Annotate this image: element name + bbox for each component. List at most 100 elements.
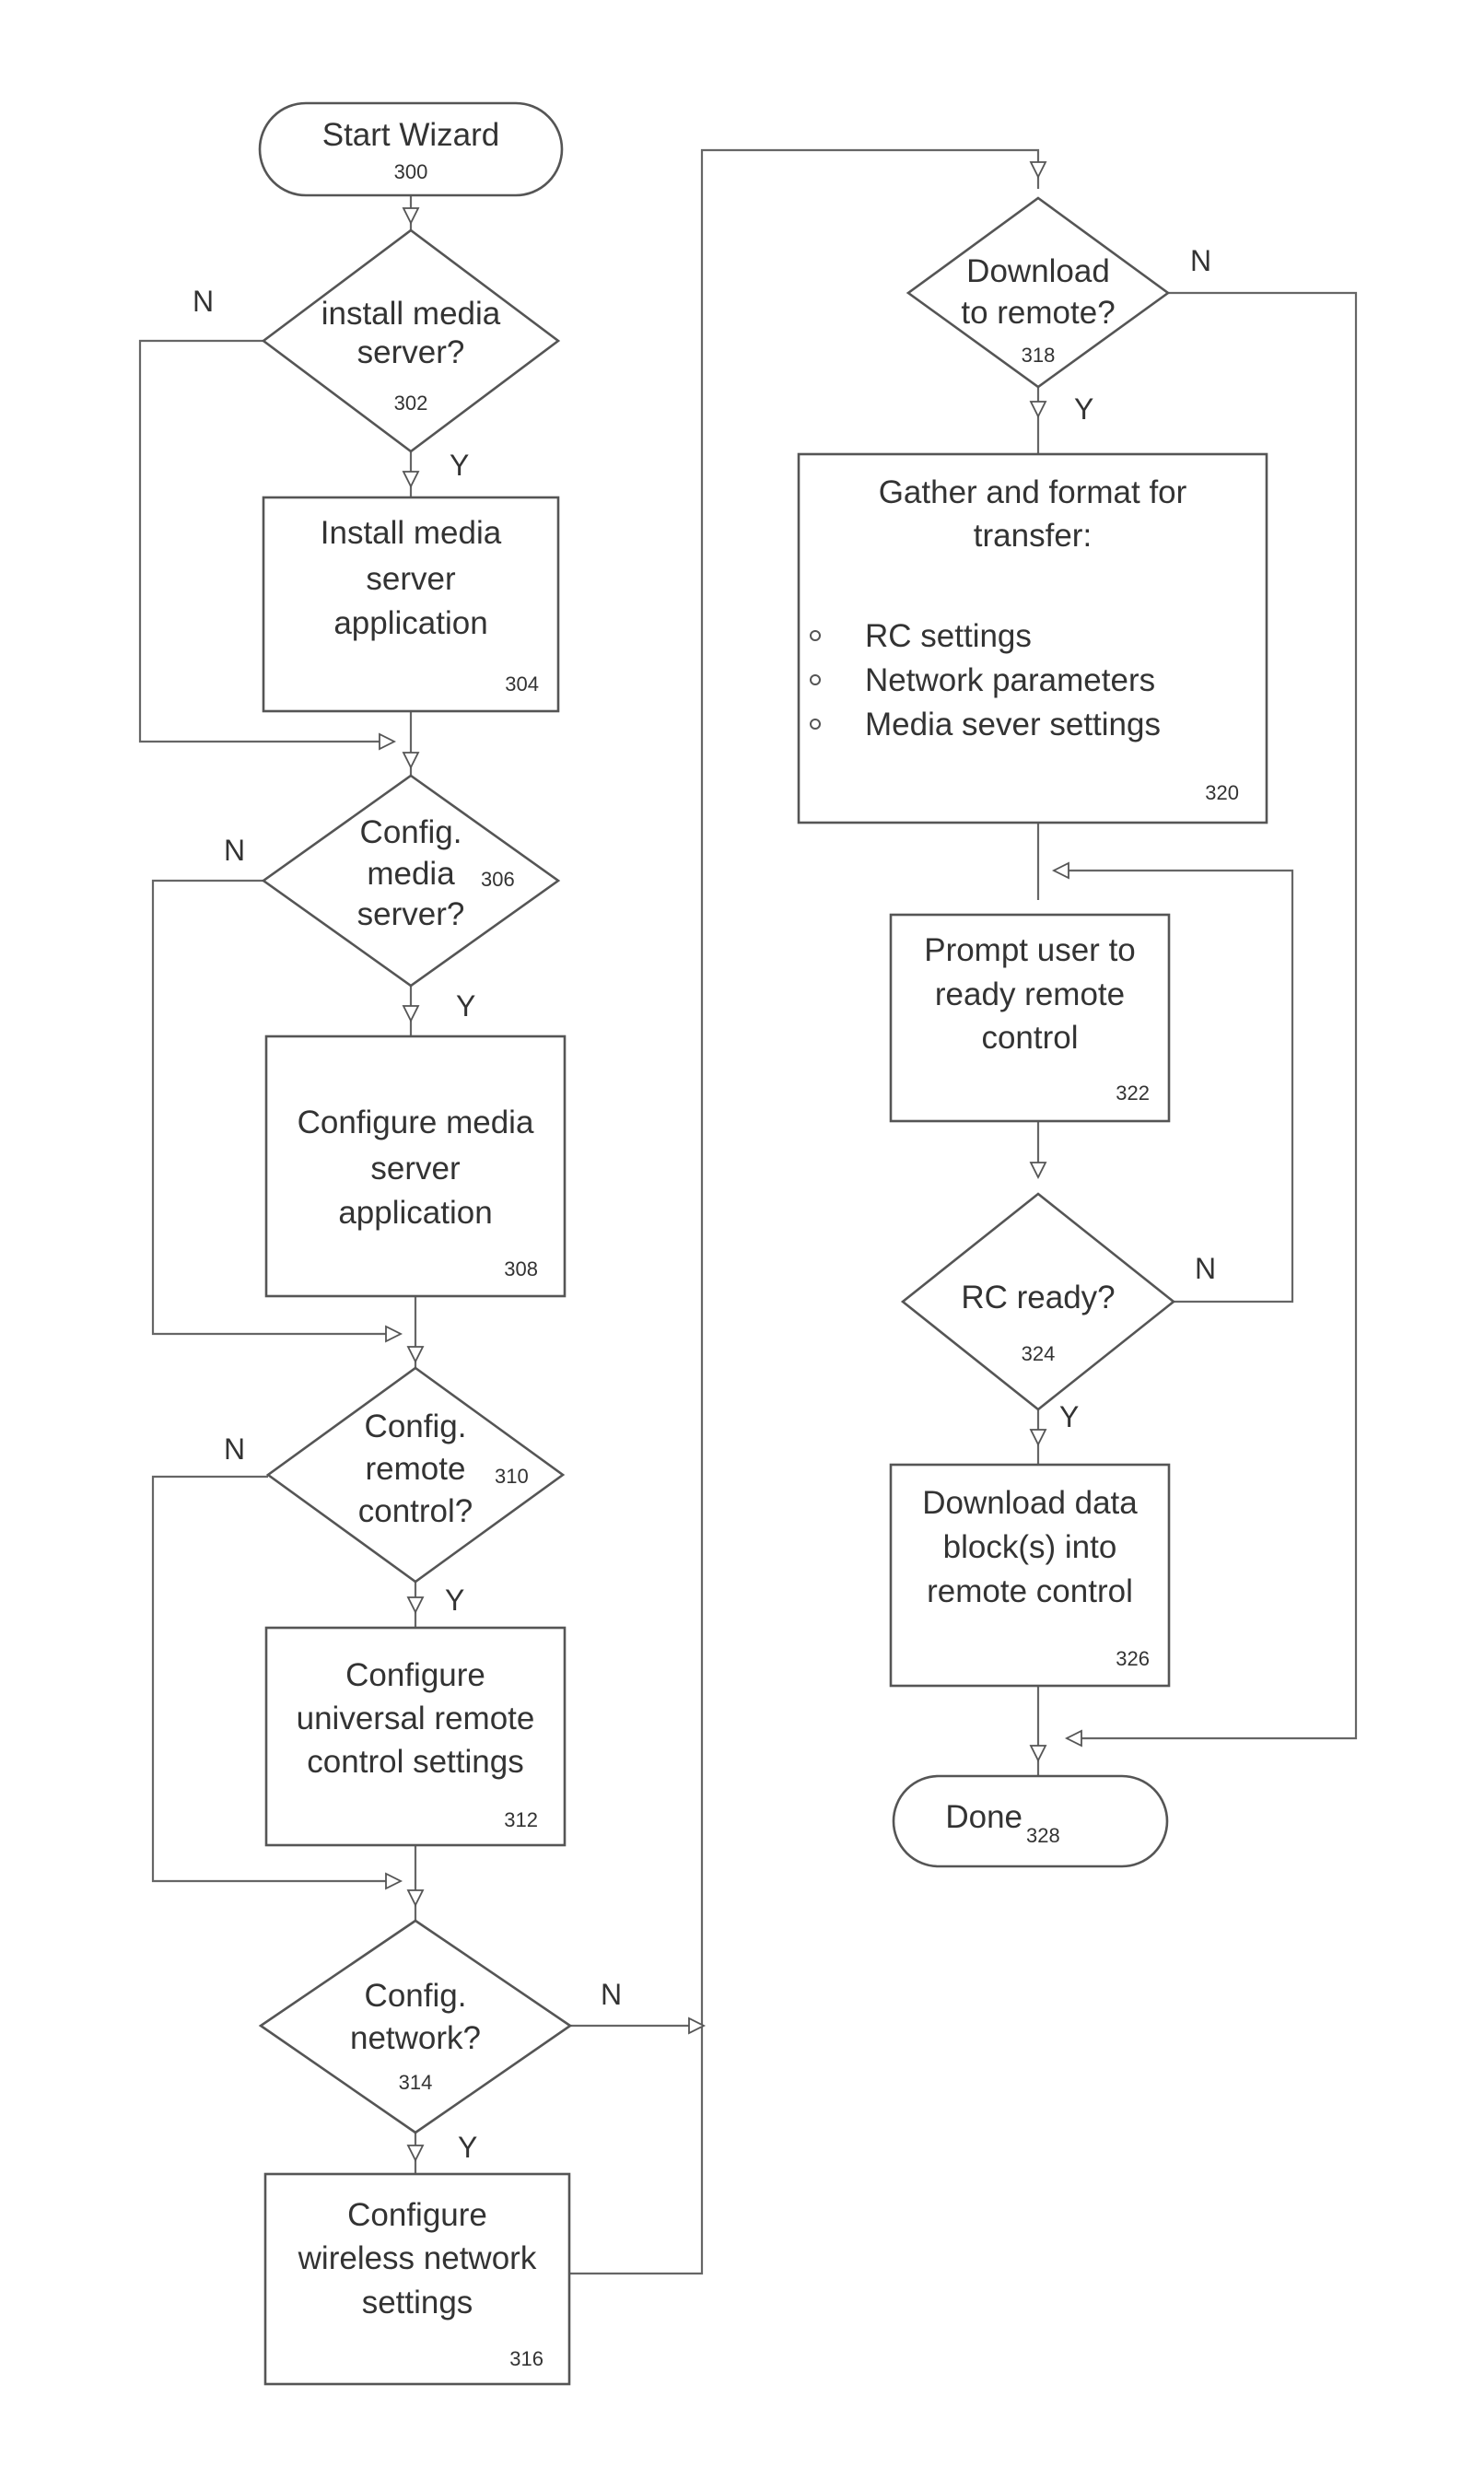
- arrowhead: [403, 208, 418, 223]
- bullet-icon: [811, 631, 820, 640]
- no-label: N: [601, 1978, 622, 2011]
- node-label: remote control: [927, 1573, 1133, 1609]
- install-server-decision: install media server? 302: [263, 230, 558, 451]
- done-terminal: Done 328: [894, 1776, 1167, 1866]
- node-label: network?: [350, 2020, 481, 2056]
- bullet-text: RC settings: [865, 618, 1032, 654]
- arrowhead: [1031, 1163, 1046, 1177]
- arrowhead: [1067, 1731, 1081, 1746]
- node-ref: 316: [509, 2347, 543, 2370]
- node-label: Download data: [922, 1485, 1138, 1521]
- no-label: N: [1195, 1252, 1216, 1285]
- arrowhead: [380, 734, 394, 749]
- arrowhead: [1031, 1746, 1046, 1760]
- node-label: server: [370, 1151, 461, 1187]
- arrowhead: [403, 753, 418, 767]
- node-label: settings: [362, 2285, 473, 2320]
- bullet-icon: [811, 675, 820, 684]
- install-app-step: Install media server application 304: [263, 497, 558, 711]
- node-label: to remote?: [961, 295, 1115, 331]
- node-ref: 300: [394, 160, 428, 183]
- arrowhead: [1031, 1430, 1046, 1444]
- node-label: server?: [357, 334, 465, 370]
- node-label: Config.: [365, 1978, 467, 2014]
- prompt-user-step: Prompt user to ready remote control 322: [891, 915, 1169, 1121]
- node-label: Configure: [347, 2197, 487, 2233]
- node-ref: 310: [495, 1465, 529, 1488]
- node-ref: 314: [399, 2071, 433, 2094]
- node-label: control?: [358, 1493, 473, 1529]
- bullet-icon: [811, 719, 820, 729]
- yes-label: Y: [1074, 392, 1093, 426]
- config-remote-decision: Config. remote control? 310: [268, 1368, 563, 1582]
- node-label: server: [366, 561, 456, 597]
- rc-ready-decision: RC ready? 324: [903, 1194, 1174, 1409]
- yes-label: Y: [456, 989, 475, 1023]
- node-label: wireless network: [298, 2240, 537, 2276]
- node-ref: 308: [504, 1257, 538, 1280]
- node-label: application: [338, 1195, 492, 1231]
- arrowhead: [408, 1347, 423, 1362]
- download-remote-decision: Download to remote? 318: [908, 198, 1168, 387]
- arrowhead: [408, 1890, 423, 1905]
- config-network-decision: Config. network? 314: [261, 1921, 570, 2133]
- node-label: transfer:: [974, 518, 1092, 554]
- node-label: Gather and format for: [879, 474, 1187, 510]
- node-ref: 322: [1116, 1081, 1150, 1105]
- edge-config-wifi-to-jump: [569, 2026, 702, 2274]
- node-label: control settings: [307, 1744, 523, 1780]
- node-ref: 328: [1026, 1824, 1060, 1847]
- node-label: Configure media: [298, 1105, 534, 1140]
- arrowhead: [403, 472, 418, 486]
- node-ref: 326: [1116, 1647, 1150, 1670]
- no-label: N: [193, 285, 214, 318]
- start-terminal: Start Wizard 300: [260, 103, 562, 195]
- node-label: application: [333, 605, 487, 641]
- download-data-step: Download data block(s) into remote contr…: [891, 1465, 1169, 1686]
- arrowhead: [386, 1874, 401, 1888]
- config-media-decision: Config. media server? 306: [263, 776, 558, 986]
- node-label: Configure: [345, 1657, 485, 1693]
- node-label: block(s) into: [943, 1529, 1117, 1565]
- node-label: server?: [357, 896, 465, 932]
- arrowhead: [1031, 402, 1046, 416]
- node-label: Config.: [360, 814, 462, 850]
- arrowhead: [403, 1006, 418, 1021]
- gather-format-step: Gather and format for transfer: RC setti…: [799, 454, 1267, 823]
- arrowhead: [1031, 162, 1046, 177]
- node-ref: 306: [481, 868, 515, 891]
- arrowhead: [408, 1597, 423, 1612]
- node-ref: 318: [1022, 344, 1056, 367]
- node-label: Download: [966, 253, 1110, 289]
- node-label: Config.: [365, 1409, 467, 1444]
- yes-label: Y: [450, 449, 469, 482]
- yes-label: Y: [458, 2131, 477, 2164]
- node-label: control: [981, 1020, 1078, 1056]
- node-ref: 312: [504, 1808, 538, 1831]
- yes-label: Y: [1059, 1400, 1079, 1433]
- arrowhead: [1054, 863, 1069, 878]
- configure-wireless-step: Configure wireless network settings 316: [265, 2174, 569, 2384]
- node-ref: 320: [1205, 781, 1239, 804]
- node-label: install media: [321, 296, 501, 332]
- configure-media-step: Configure media server application 308: [266, 1036, 565, 1296]
- configure-remote-step: Configure universal remote control setti…: [266, 1628, 565, 1845]
- no-label: N: [224, 1432, 245, 1466]
- yes-label: Y: [445, 1584, 464, 1617]
- bullet-text: Network parameters: [865, 662, 1155, 698]
- node-ref: 304: [505, 672, 539, 696]
- node-label: Prompt user to: [924, 932, 1136, 968]
- node-label: RC ready?: [961, 1280, 1115, 1315]
- no-label: N: [1190, 244, 1211, 277]
- node-ref: 302: [394, 392, 428, 415]
- arrowhead: [386, 1327, 401, 1341]
- bullet-text: Media sever settings: [865, 707, 1161, 742]
- arrowhead: [408, 2145, 423, 2160]
- node-label: universal remote: [297, 1701, 535, 1736]
- node-label: media: [367, 856, 455, 892]
- no-label: N: [224, 834, 245, 867]
- node-label: Done: [945, 1799, 1022, 1835]
- node-label: remote: [366, 1451, 466, 1487]
